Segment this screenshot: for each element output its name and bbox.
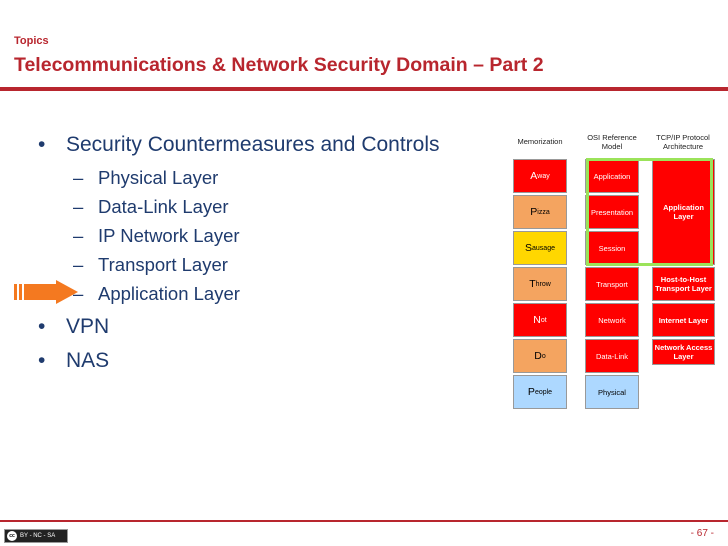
sub-bullet-application: –Application Layer [73, 283, 240, 305]
title-divider [0, 87, 728, 91]
bullet-dot: • [38, 349, 46, 372]
osi-layer-physical: Physical [585, 375, 639, 409]
cc-icon: cc [7, 531, 17, 541]
page-number: - 67 - [690, 528, 714, 539]
osi-layer-session: Session [585, 231, 639, 265]
bullet-nas: • NAS [38, 349, 109, 373]
bullet-text: NAS [66, 349, 110, 372]
sub-bullet-transport: –Transport Layer [73, 254, 228, 276]
sub-bullet-text: Application Layer [98, 283, 240, 304]
bullet-text: VPN [66, 315, 110, 338]
topics-label: Topics [14, 35, 49, 47]
sub-bullet-dash: – [73, 225, 84, 246]
sub-bullet-text: Transport Layer [98, 254, 228, 275]
header-memorization: Memorization [517, 137, 563, 146]
sub-bullet-physical: –Physical Layer [73, 167, 218, 189]
sub-bullet-text: Data-Link Layer [98, 196, 229, 217]
osi-layer-datalink: Data-Link [585, 339, 639, 373]
cc-license-badge: cc BY - NC - SA [4, 529, 68, 543]
pointer-arrow-icon [14, 280, 78, 304]
sub-bullet-dash: – [73, 196, 84, 217]
mnemonic-initial: N [533, 314, 541, 326]
mnemonic-rest: way [537, 172, 550, 180]
tcpip-layer-network-access: Network Access Layer [652, 339, 715, 365]
sub-bullet-dash: – [73, 254, 84, 275]
mnemonic-rest: ot [540, 316, 547, 324]
mnemonic-initial: T [529, 278, 536, 290]
tcpip-layer-application: Application Layer [652, 159, 715, 265]
tcpip-layer-internet: Internet Layer [652, 303, 715, 337]
mnemonic-initial: P [530, 206, 538, 218]
bullet-text: Security Countermeasures and Controls [66, 133, 440, 156]
mnemonic-rest: eople [534, 388, 553, 396]
sub-bullet-text: IP Network Layer [98, 225, 240, 246]
mnemonic-rest: ausage [532, 244, 555, 252]
footer-divider [0, 520, 728, 522]
mnemonic-initial: S [525, 242, 533, 254]
bullet-security: • Security Countermeasures and Controls [38, 133, 440, 157]
bullet-vpn: • VPN [38, 315, 109, 339]
sub-bullet-dash: – [73, 283, 84, 304]
sub-bullet-datalink: –Data-Link Layer [73, 196, 229, 218]
osi-layer-presentation: Presentation [585, 195, 639, 229]
mnemonic-rest: o [541, 352, 546, 360]
sub-bullet-dash: – [73, 167, 84, 188]
mnemonic-initial: A [530, 170, 538, 182]
mnemonic-rest: izza [537, 208, 550, 216]
osi-layer-network: Network [585, 303, 639, 337]
osi-layer-application: Application [585, 159, 639, 193]
page-title: Telecommunications & Network Security Do… [14, 54, 544, 76]
tcpip-layer-transport: Host-to-Host Transport Layer [652, 267, 715, 301]
osi-layer-transport: Transport [585, 267, 639, 301]
sub-bullet-ip-network: –IP Network Layer [73, 225, 240, 247]
mnemonic-initial: D [534, 350, 542, 362]
sub-bullet-text: Physical Layer [98, 167, 219, 188]
mnemonic-rest: hrow [535, 280, 551, 288]
bullet-dot: • [38, 315, 46, 338]
bullet-dot: • [38, 133, 46, 156]
license-text: BY - NC - SA [20, 533, 56, 539]
mnemonic-initial: P [527, 386, 535, 398]
header-osi: OSI Reference Model [587, 133, 637, 151]
header-tcpip: TCP/IP Protocol Architecture [656, 133, 710, 151]
